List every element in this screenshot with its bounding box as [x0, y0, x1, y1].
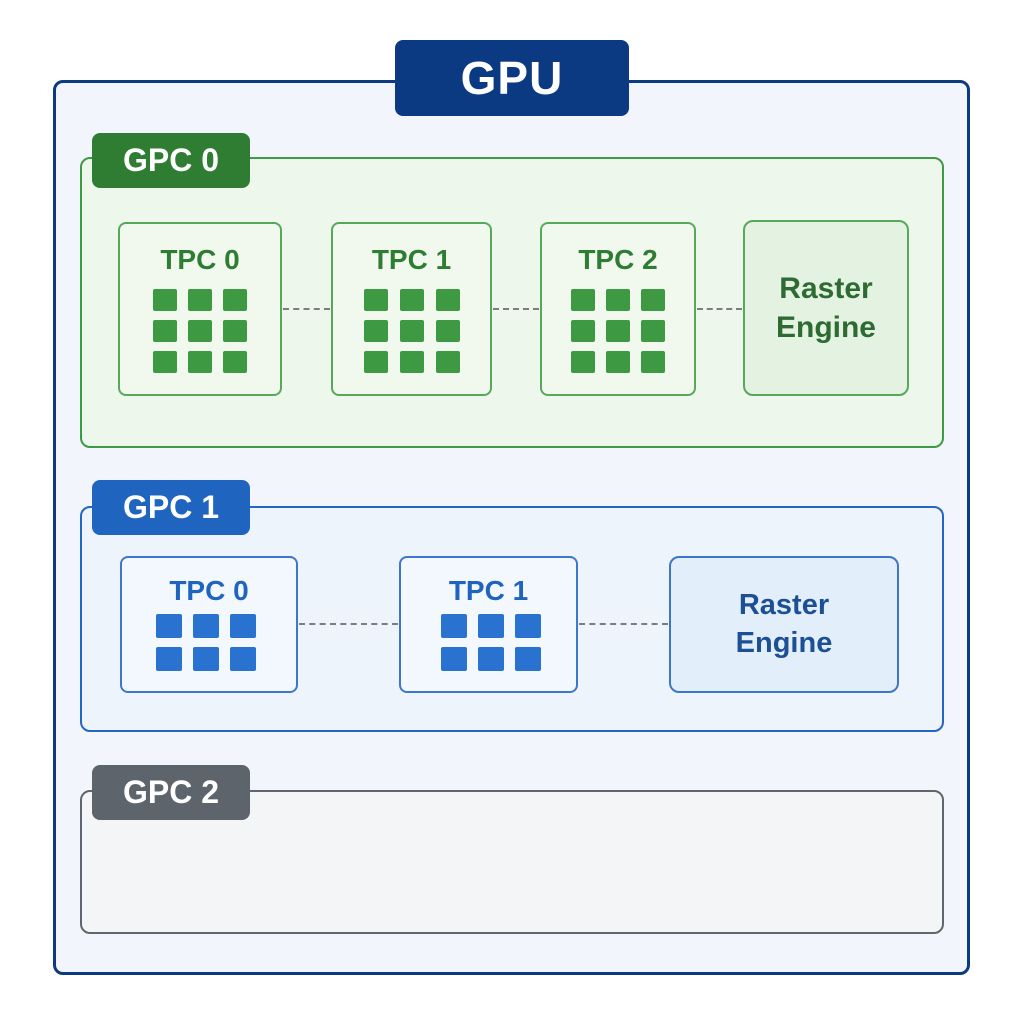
sm-block [515, 614, 541, 638]
connector-line [299, 623, 398, 625]
gpc-0-tpc-2: TPC 2 [540, 222, 696, 396]
sm-block [641, 320, 665, 342]
sm-block [364, 289, 388, 311]
tpc-label: TPC 0 [169, 575, 249, 606]
sm-block [400, 351, 424, 373]
sm-block [364, 320, 388, 342]
gpc-1-tpc-1: TPC 1 [399, 556, 578, 693]
gpc-0-tpc-1: TPC 1 [331, 222, 492, 396]
sm-block [436, 320, 460, 342]
sm-block [193, 614, 219, 638]
sm-block [606, 320, 630, 342]
tpc-label: TPC 2 [578, 244, 658, 275]
raster-engine-line2: Engine [775, 311, 876, 344]
sm-block [153, 289, 177, 311]
gpc-0-raster-engine: Raster Engine [743, 220, 909, 396]
sm-block [193, 647, 219, 671]
connector-line [579, 623, 668, 625]
sm-block [364, 351, 388, 373]
gpc-1-label: GPC 1 [92, 480, 250, 535]
sm-block [400, 289, 424, 311]
sm-block [478, 614, 504, 638]
tpc-label: TPC 1 [371, 244, 452, 275]
sm-block [478, 647, 504, 671]
raster-engine-line1: Raster [738, 588, 830, 621]
sm-block [223, 289, 247, 311]
sm-block [230, 614, 256, 638]
sm-block [606, 289, 630, 311]
connector-line [493, 308, 539, 310]
sm-block [436, 351, 460, 373]
connector-line [697, 308, 742, 310]
gpc-0-label: GPC 0 [92, 133, 250, 188]
sm-block [188, 320, 212, 342]
sm-block [515, 647, 541, 671]
sm-block [571, 289, 595, 311]
sm-block [153, 351, 177, 373]
sm-block [436, 289, 460, 311]
sm-block [571, 351, 595, 373]
sm-block [641, 289, 665, 311]
tpc-label: TPC 0 [160, 244, 240, 275]
gpc-1-tpc-0: TPC 0 [120, 556, 298, 693]
sm-block [156, 614, 182, 638]
gpu-title: GPU [395, 40, 629, 116]
sm-block [188, 351, 212, 373]
raster-engine-line2: Engine [735, 626, 833, 659]
sm-block [230, 647, 256, 671]
sm-block [153, 320, 177, 342]
sm-block [188, 289, 212, 311]
gpc-0-tpc-0: TPC 0 [118, 222, 282, 396]
sm-block [223, 351, 247, 373]
connector-line [283, 308, 330, 310]
sm-block [641, 351, 665, 373]
sm-block [400, 320, 424, 342]
sm-block [441, 614, 467, 638]
tpc-label: TPC 1 [448, 575, 529, 606]
gpc-2-label: GPC 2 [92, 765, 250, 820]
gpc-1-raster-engine: Raster Engine [669, 556, 899, 693]
raster-engine-line1: Raster [779, 272, 873, 305]
sm-block [223, 320, 247, 342]
sm-block [571, 320, 595, 342]
sm-block [606, 351, 630, 373]
sm-block [156, 647, 182, 671]
sm-block [441, 647, 467, 671]
